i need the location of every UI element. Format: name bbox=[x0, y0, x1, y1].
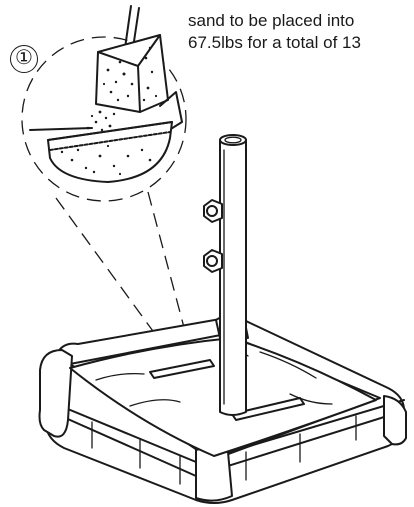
corner-cap-right bbox=[383, 395, 407, 446]
detail-callout-circle bbox=[21, 36, 187, 202]
instruction-line-2: 67.5lbs for a total of 13 bbox=[188, 33, 361, 52]
instruction-text: sand to be placed into 67.5lbs for a tot… bbox=[188, 10, 414, 54]
tightening-knob-upper bbox=[203, 199, 223, 223]
umbrella-pole bbox=[219, 134, 247, 416]
callout-leader-line-right bbox=[147, 191, 191, 351]
sand-bag-strap bbox=[231, 397, 305, 421]
base-cross-section bbox=[47, 121, 173, 183]
step-number-badge: ① bbox=[10, 45, 38, 73]
sand-scoop bbox=[95, 34, 169, 113]
detail-callout bbox=[21, 5, 191, 361]
fill-opening bbox=[149, 359, 215, 379]
fill-flap bbox=[159, 91, 183, 133]
instruction-line-1: sand to be placed into bbox=[188, 11, 355, 30]
tightening-knob-lower bbox=[203, 249, 223, 273]
base-edge-line bbox=[29, 127, 93, 131]
corner-cap-left bbox=[38, 349, 73, 438]
